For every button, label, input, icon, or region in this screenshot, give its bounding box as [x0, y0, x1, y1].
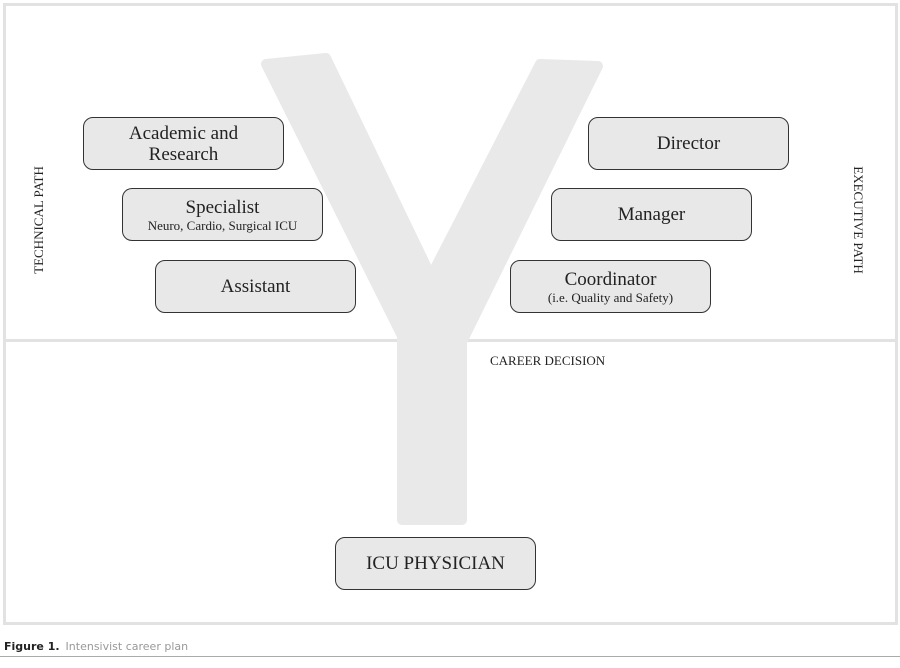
box-title: Assistant [220, 276, 291, 297]
academic-research-box: Academic and Research [83, 117, 284, 170]
assistant-box: Assistant [155, 260, 356, 313]
box-title: Manager [617, 204, 686, 225]
box-title: Academic and [128, 122, 239, 144]
box-title: ICU PHYSICIAN [366, 553, 505, 574]
box-title: Coordinator [564, 268, 657, 290]
caption-text: Intensivist career plan [65, 640, 189, 653]
caption-divider [0, 656, 900, 657]
box-title: Director [656, 133, 721, 154]
career-decision-label: CAREER DECISION [490, 353, 606, 368]
y-fork-shape [261, 53, 603, 525]
manager-box: Manager [551, 188, 752, 241]
box-subtitle: Neuro, Cardio, Surgical ICU [147, 217, 298, 233]
box-title-line2: Research [148, 143, 219, 165]
executive-path-label: EXECUTIVE PATH [850, 166, 866, 274]
box-title: Specialist [185, 196, 260, 218]
director-box: Director [588, 117, 789, 170]
technical-path-label: TECHNICAL PATH [30, 166, 46, 274]
box-subtitle: (i.e. Quality and Safety) [547, 289, 674, 305]
icu-physician-box: ICU PHYSICIAN [335, 537, 536, 590]
figure-caption: Figure 1. Intensivist career plan [4, 640, 188, 653]
coordinator-box: Coordinator (i.e. Quality and Safety) [510, 260, 711, 313]
caption-label: Figure 1. [4, 640, 60, 653]
specialist-box: Specialist Neuro, Cardio, Surgical ICU [122, 188, 323, 241]
